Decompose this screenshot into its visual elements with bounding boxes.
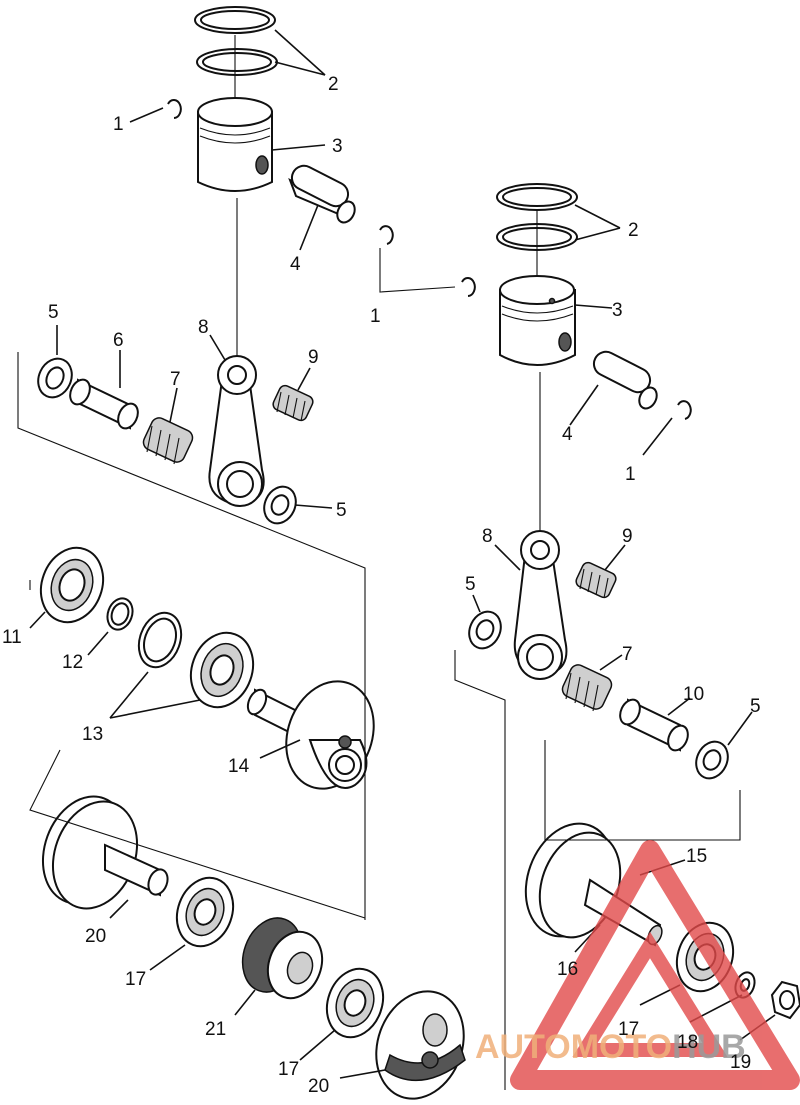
callout-12: 12 (62, 652, 83, 673)
small-end-bearing-right (575, 561, 617, 599)
main-bearing-17-left (175, 876, 235, 948)
nut-19 (770, 980, 800, 1020)
callout-3-left: 3 (332, 136, 343, 157)
callout-5-right-mid: 5 (465, 574, 476, 595)
callout-5-left-lower: 5 (336, 500, 347, 521)
piston-right (499, 275, 576, 366)
watermark-text: AUTOMOTOHUB (475, 1028, 746, 1066)
piston-ring-upper-right (496, 183, 578, 251)
main-bearing-left (189, 631, 255, 709)
big-end-bearing-left (142, 417, 194, 465)
callout-21: 21 (205, 1019, 226, 1040)
crankshaft-half-left (246, 680, 375, 790)
alignment-lines (17, 35, 741, 1090)
callout-13: 13 (82, 724, 103, 745)
piston-left (197, 97, 273, 192)
callout-11: 11 (2, 627, 22, 648)
callout-2-right: 2 (628, 220, 639, 241)
callout-5-right-lower: 5 (750, 696, 761, 717)
callout-10: 10 (683, 684, 704, 705)
callout-20-bottom: 20 (308, 1076, 329, 1097)
small-end-bearing-left (272, 384, 314, 422)
watermark-part1: AUTOMOTO (475, 1028, 672, 1066)
callout-14: 14 (228, 756, 250, 777)
main-bearing-17-middle (325, 967, 385, 1039)
big-end-bearing-right (561, 664, 613, 712)
callout-3-right: 3 (612, 300, 623, 321)
circlip-right-pin (677, 400, 692, 420)
callout-1-right: 1 (625, 464, 636, 485)
callout-9-left: 9 (308, 347, 319, 368)
automotohub-logo-icon (510, 840, 800, 1090)
callout-17-left: 17 (125, 969, 146, 990)
crank-pin-right (619, 698, 689, 752)
thrust-washer-right-lower (695, 740, 729, 780)
snap-ring-left (106, 597, 134, 631)
callout-4-right: 4 (562, 424, 573, 445)
labyrinth-seal (241, 917, 324, 1000)
crank-pin-left (69, 378, 139, 430)
callout-16: 16 (557, 959, 578, 980)
callout-7-left: 7 (170, 369, 181, 390)
circlip-left-top (167, 99, 182, 119)
callout-17-middle: 17 (278, 1059, 299, 1080)
callout-8-right: 8 (482, 526, 493, 547)
callout-5-left-top: 5 (48, 302, 59, 323)
callout-6: 6 (113, 330, 124, 351)
callout-9-right: 9 (622, 526, 633, 547)
circlip-right-top (461, 277, 476, 297)
connecting-rod-left (208, 355, 265, 507)
callout-1-left-top: 1 (113, 114, 124, 135)
thrust-washer-left-lower (263, 485, 297, 525)
callout-8-left: 8 (198, 317, 209, 338)
callout-4-left: 4 (290, 254, 301, 275)
callout-15: 15 (686, 846, 707, 867)
thrust-washer-right-mid (468, 610, 502, 650)
connecting-rod-right (513, 530, 568, 680)
callout-20-left: 20 (85, 926, 106, 947)
crankshaft-flywheel-left (41, 795, 169, 910)
wrist-pin-left (288, 164, 356, 224)
main-bearing-outer-left (39, 546, 105, 624)
crankshaft-half-bottom (375, 990, 466, 1100)
callout-18: 18 (677, 1032, 698, 1053)
leader-lines (29, 29, 776, 1079)
watermark-part2: HUB (672, 1028, 746, 1066)
circlip-left-pin (379, 225, 394, 245)
callout-2-left: 2 (328, 74, 339, 95)
thrust-washer-left-top (37, 357, 73, 399)
callout-19: 19 (730, 1052, 751, 1073)
callout-17-right: 17 (618, 1019, 639, 1040)
callout-7-right: 7 (622, 644, 633, 665)
retaining-rings (137, 611, 183, 669)
piston-ring-upper-left (194, 6, 278, 76)
wrist-pin-right (592, 350, 658, 410)
callout-labels: 1 2 3 4 1 2 3 4 1 5 6 7 8 9 5 8 9 5 7 10… (2, 74, 761, 1097)
callout-1-mid: 1 (370, 306, 381, 327)
